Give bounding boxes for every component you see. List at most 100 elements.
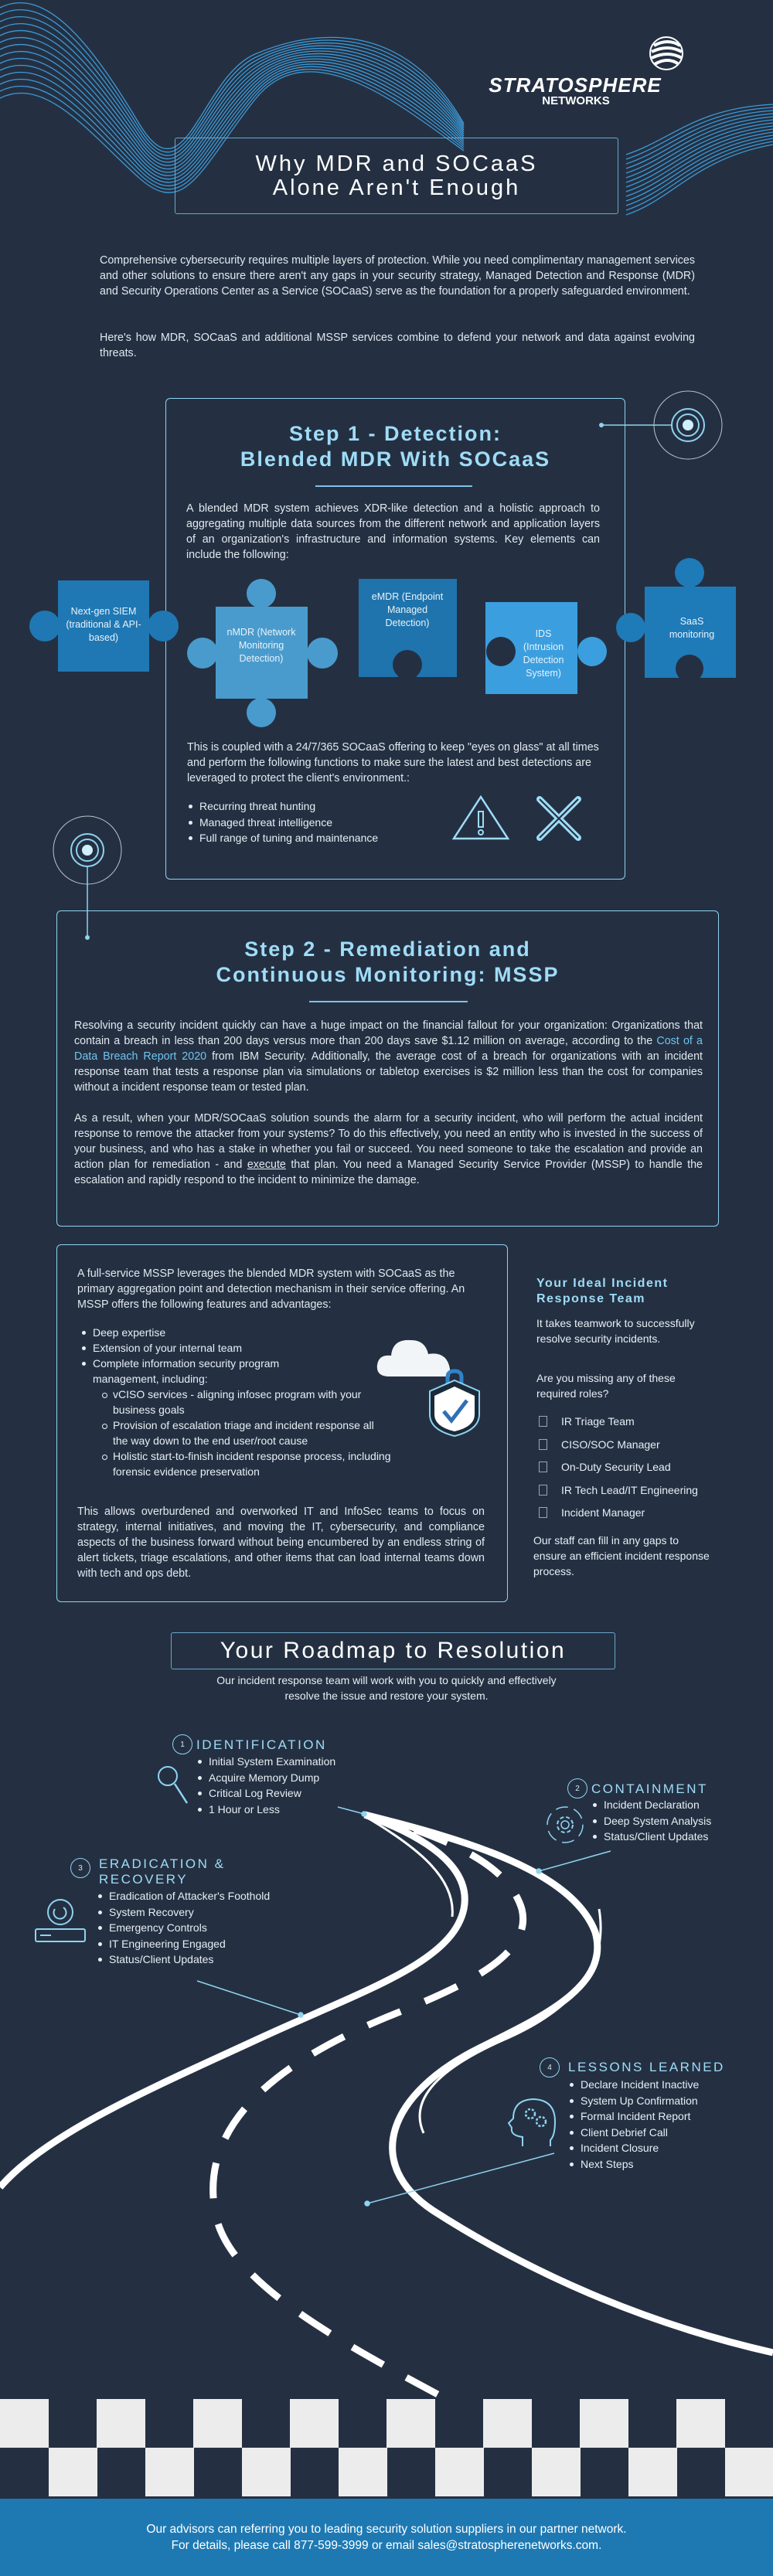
role-checkbox[interactable]: On-Duty Security Lead xyxy=(539,1459,724,1475)
roadmap-subtitle-line2: resolve the issue and restore your syste… xyxy=(284,1690,489,1702)
role-checkbox[interactable]: IR Triage Team xyxy=(539,1414,724,1429)
stage-list-containment: Incident Declaration Deep System Analysi… xyxy=(591,1797,769,1845)
piece-label-nmdr: nMDR (Network Monitoring Detection) xyxy=(226,627,296,664)
step1-paragraph: A blended MDR system achieves XDR-like d… xyxy=(186,502,600,561)
stage-number-badge: 2 xyxy=(567,1778,587,1798)
stage-number-badge: 3 xyxy=(70,1858,90,1878)
puzzle-piece-saas xyxy=(616,558,736,682)
checker-square xyxy=(339,2448,387,2496)
role-checkbox[interactable]: Incident Manager xyxy=(539,1505,724,1520)
checker-square xyxy=(0,2399,49,2448)
checkbox-icon[interactable] xyxy=(539,1462,547,1472)
list-item: Holistic start-to-finish incident respon… xyxy=(100,1448,394,1479)
checker-square xyxy=(386,2399,435,2448)
checker-square xyxy=(628,2448,677,2496)
sidebar-text-1: It takes teamwork to successfully resolv… xyxy=(536,1317,695,1345)
list-item: Declare Incident Inactive xyxy=(568,2077,761,2093)
stage-title-identification: IDENTIFICATION xyxy=(196,1737,327,1752)
step1-paragraph-2: This is coupled with a 24/7/365 SOCaaS o… xyxy=(187,741,599,784)
text: Resolving a security incident quickly ca… xyxy=(74,1019,703,1047)
road-left-edge xyxy=(0,1811,468,2190)
intro-paragraph-1: Comprehensive cybersecurity requires mul… xyxy=(100,254,695,298)
role-label: IR Tech Lead/IT Engineering xyxy=(561,1483,698,1496)
checker-square xyxy=(676,2399,725,2448)
checker-square xyxy=(580,2399,628,2448)
stage-number-badge: 1 xyxy=(172,1734,192,1754)
list-item: Incident Closure xyxy=(568,2140,761,2156)
stage-title-line1: ERADICATION & xyxy=(99,1856,226,1871)
step2-paragraph-1: Resolving a security incident quickly ca… xyxy=(74,1018,703,1095)
page-title-box: Why MDR and SOCaaS Alone Aren't Enough xyxy=(175,138,618,214)
checkered-finish-line xyxy=(0,2399,773,2496)
list-item: Eradication of Attacker's Foothold xyxy=(97,1888,329,1904)
checker-square xyxy=(532,2448,581,2496)
mssp-bullets: Deep expertise Extension of your interna… xyxy=(80,1325,312,1387)
step1-bullet-list: Recurring threat hunting Managed threat … xyxy=(187,798,434,846)
puzzle-piece-emdr xyxy=(359,579,457,679)
list-item: Managed threat intelligence xyxy=(187,815,434,831)
text: that plan. You need a Managed Security S… xyxy=(74,1159,703,1186)
brand-subname: NETWORKS xyxy=(542,94,610,107)
checkbox-icon[interactable] xyxy=(539,1484,547,1496)
footer-contact: For details, please call 877-599-3999 or… xyxy=(171,2539,602,2552)
list-item: System Recovery xyxy=(97,1904,329,1921)
list-item: Formal Incident Report xyxy=(568,2108,761,2125)
checker-square xyxy=(49,2448,97,2496)
checker-square xyxy=(193,2399,242,2448)
checker-square xyxy=(725,2448,773,2496)
list-item: Client Debrief Call xyxy=(568,2125,761,2141)
roles-checklist: IR Triage Team CISO/SOC Manager On-Duty … xyxy=(539,1414,724,1520)
list-item: Status/Client Updates xyxy=(97,1952,329,1968)
stage-title-eradication: ERADICATION & RECOVERY xyxy=(99,1856,225,1887)
tools-icon xyxy=(536,796,581,841)
intro-paragraph-2: Here's how MDR, SOCaaS and additional MS… xyxy=(100,332,695,359)
step2-title: Step 2 - Remediation and Continuous Moni… xyxy=(56,937,719,988)
checkbox-icon[interactable] xyxy=(539,1438,547,1450)
report-link[interactable]: Cost of a Data Breach Report 2020 xyxy=(74,1035,703,1063)
mssp-sub-bullets: vCISO services - aligning infosec progra… xyxy=(100,1387,394,1479)
puzzle-piece-ids xyxy=(485,602,607,694)
checker-square xyxy=(483,2399,532,2448)
role-checkbox[interactable]: IR Tech Lead/IT Engineering xyxy=(539,1482,724,1498)
header-wave-lines xyxy=(0,2,773,216)
checker-square xyxy=(242,2448,291,2496)
warning-icon xyxy=(452,795,510,840)
checker-square xyxy=(290,2399,339,2448)
footer-banner: Our advisors can referring you to leadin… xyxy=(0,2499,773,2576)
list-item: Extension of your internal team xyxy=(80,1340,312,1356)
piece-label-saas: SaaS monitoring xyxy=(669,616,715,640)
sidebar-title: Your Ideal Incident Response Team xyxy=(536,1277,669,1305)
brand-name: STRATOSPHERE xyxy=(489,73,662,97)
step2-panel xyxy=(56,910,719,1227)
checker-square xyxy=(145,2448,194,2496)
checkbox-icon[interactable] xyxy=(539,1416,547,1427)
role-checkbox[interactable]: CISO/SOC Manager xyxy=(539,1437,724,1452)
list-item: IT Engineering Engaged xyxy=(97,1936,329,1952)
list-item: Provision of escalation triage and incid… xyxy=(100,1417,386,1448)
stage-title-lessons-learned: LESSONS LEARNED xyxy=(568,2060,725,2074)
stage-title-containment: CONTAINMENT xyxy=(591,1781,708,1796)
step1-divider xyxy=(315,485,472,487)
step2-title-line1: Step 2 - Remediation and xyxy=(244,938,531,961)
stage-title-line2: RECOVERY xyxy=(99,1872,189,1887)
role-label: Incident Manager xyxy=(561,1506,645,1519)
list-item: Next Steps xyxy=(568,2156,761,2173)
text-underlined: execute xyxy=(247,1159,286,1171)
gear-cycle-icon xyxy=(547,1806,584,1843)
puzzle-pieces xyxy=(29,558,736,727)
stage-list-lessons-learned: Declare Incident Inactive System Up Conf… xyxy=(568,2077,761,2172)
list-item: Status/Client Updates xyxy=(591,1829,769,1845)
list-item: vCISO services - aligning infosec progra… xyxy=(100,1387,379,1417)
sidebar-text-3: Our staff can fill in any gaps to ensure… xyxy=(533,1534,710,1577)
puzzle-piece-siem xyxy=(29,580,179,672)
puzzle-piece-nmdr xyxy=(187,579,338,727)
step1-title-line1: Step 1 - Detection: xyxy=(288,422,502,445)
sphere-logo-icon xyxy=(649,36,683,70)
step2-title-line2: Continuous Monitoring: MSSP xyxy=(216,963,560,986)
step1-title: Step 1 - Detection: Blended MDR With SOC… xyxy=(165,421,625,472)
roadmap-title: Your Roadmap to Resolution xyxy=(171,1632,615,1669)
list-item: Incident Declaration xyxy=(591,1797,769,1813)
checkbox-icon[interactable] xyxy=(539,1507,547,1518)
stage-list-eradication: Eradication of Attacker's Foothold Syste… xyxy=(97,1888,329,1968)
page-title-line2: Alone Aren't Enough xyxy=(272,175,521,200)
